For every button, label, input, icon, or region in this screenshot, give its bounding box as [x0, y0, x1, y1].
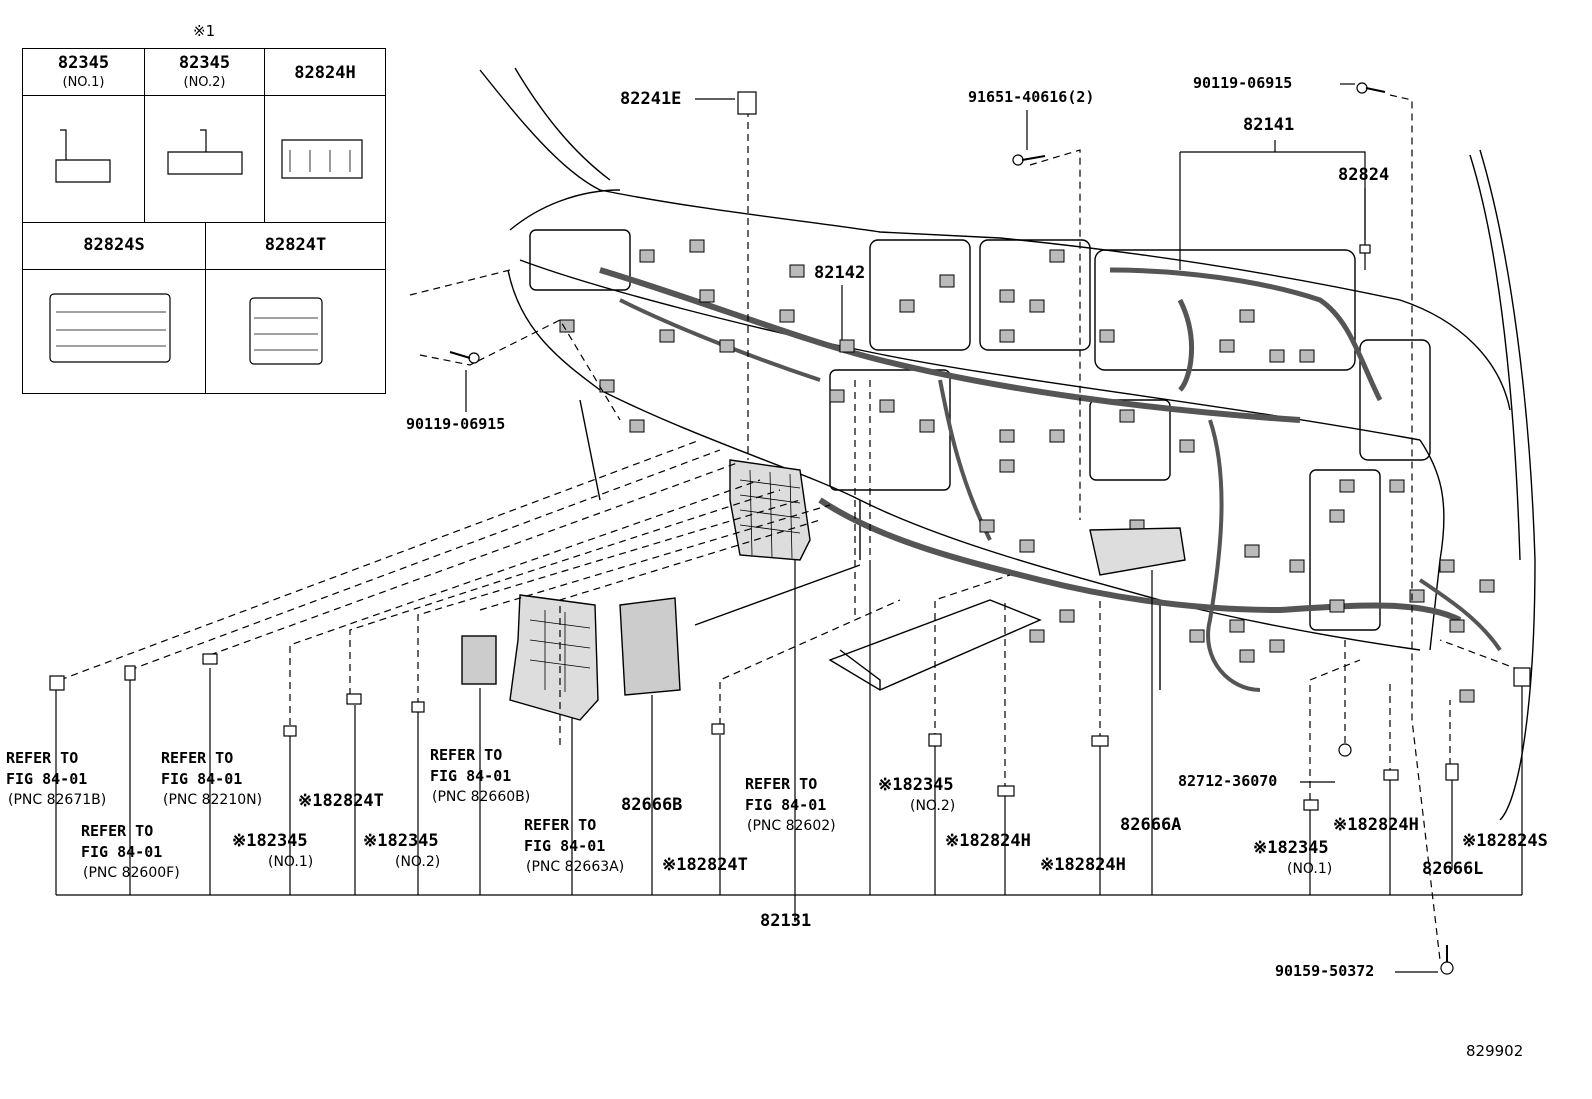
legend-cell-82345-no1: 82345 (NO.1): [23, 49, 145, 223]
refer-label: REFER TO: [430, 746, 503, 764]
label-82345-c: ※182345: [878, 775, 954, 795]
legend-part-number: 82345: [178, 53, 231, 73]
legend-cell-82824t: 82824T: [206, 223, 385, 393]
refer-fig: FIG 84-01: [161, 770, 243, 788]
label-82824H-b: ※182824H: [1040, 855, 1126, 875]
label-82345-c-sub: (NO.2): [910, 798, 956, 814]
refer-label: REFER TO: [524, 816, 597, 834]
callout-82666B: 82666B: [621, 795, 683, 815]
legend-cell-82345-no2: 82345 (NO.2): [145, 49, 265, 223]
refer-fig: FIG 84-01: [524, 837, 606, 855]
legend-part-number: 82824H: [294, 63, 356, 83]
refer-pnc: (PNC 82210N): [163, 792, 263, 808]
refer-label: REFER TO: [81, 822, 154, 840]
label-82824H-c: ※182824H: [1333, 815, 1419, 835]
label-82345-b: ※182345: [363, 831, 439, 851]
label-82345-a: ※182345: [232, 831, 308, 851]
label-82345-d: ※182345: [1253, 838, 1329, 858]
refer-label: REFER TO: [6, 749, 79, 767]
refer-fig: FIG 84-01: [6, 770, 88, 788]
callout-90119-06915-left: 90119-06915: [406, 415, 506, 433]
refer-label: REFER TO: [161, 749, 234, 767]
refer-fig: FIG 84-01: [430, 767, 512, 785]
refer-pnc: (PNC 82660B): [432, 789, 531, 805]
legend-cell-82824h: 82824H: [265, 49, 385, 223]
callout-90119-06915-top: 90119-06915: [1193, 74, 1293, 92]
callout-90159-50372: 90159-50372: [1275, 962, 1375, 980]
callout-91651-40616: 91651-40616(2): [968, 88, 1095, 106]
legend-part-sub: (NO.1): [62, 75, 105, 90]
refer-fig: FIG 84-01: [81, 843, 163, 861]
legend-part-sub: (NO.2): [183, 75, 226, 90]
callout-82241E: 82241E: [620, 89, 682, 109]
legend-note-mark: ※1: [193, 22, 216, 40]
callout-82666A: 82666A: [1120, 815, 1182, 835]
legend-part-number: 82824S: [83, 235, 145, 255]
figure-code: 829902: [1466, 1042, 1524, 1060]
legend-part-number: 82824T: [264, 235, 327, 255]
label-82824S: ※182824S: [1462, 831, 1548, 851]
refer-label: REFER TO: [745, 775, 818, 793]
callout-82824: 82824: [1338, 165, 1390, 185]
callout-82666L: 82666L: [1422, 859, 1484, 879]
label-82345-d-sub: (NO.1): [1287, 861, 1333, 877]
refer-fig: FIG 84-01: [745, 796, 827, 814]
refer-pnc: (PNC 82600F): [83, 865, 180, 881]
label-82345-a-sub: (NO.1): [268, 854, 314, 870]
callout-82142: 82142: [814, 263, 866, 283]
connector-legend-table: 82345 (NO.1) 82345 (NO.2) 82824H 82824S 82…: [22, 48, 386, 394]
refer-pnc: (PNC 82671B): [8, 792, 107, 808]
callout-82141: 82141: [1243, 115, 1295, 135]
label-82345-b-sub: (NO.2): [395, 854, 441, 870]
legend-part-number: 82345: [57, 53, 110, 73]
label-82824T-b: ※182824T: [662, 855, 748, 875]
label-82824H-a: ※182824H: [945, 831, 1031, 851]
refer-pnc: (PNC 82602): [747, 818, 836, 834]
callout-82131: 82131: [760, 911, 812, 931]
refer-pnc: (PNC 82663A): [526, 859, 625, 875]
callout-82712-36070: 82712-36070: [1178, 772, 1278, 790]
legend-cell-82824s: 82824S: [23, 223, 206, 393]
label-82824T-a: ※182824T: [298, 791, 384, 811]
